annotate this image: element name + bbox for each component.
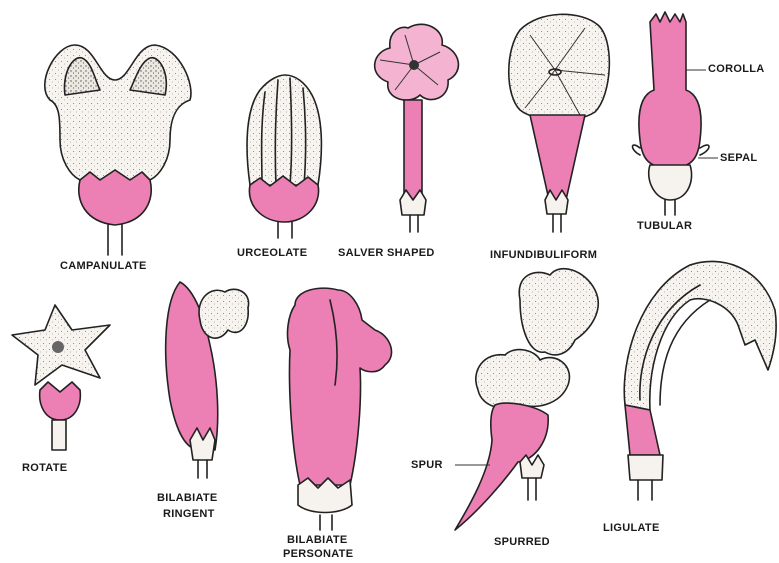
- label-salver-shaped: SALVER SHAPED: [338, 247, 435, 259]
- infundibuliform-flower: [509, 14, 610, 232]
- bilabiate-personate-flower: [288, 288, 392, 530]
- label-bilabiate-personate-line2: PERSONATE: [283, 548, 353, 560]
- label-tubular: TUBULAR: [637, 220, 692, 232]
- label-ligulate: LIGULATE: [603, 522, 660, 534]
- rotate-flower: [12, 305, 110, 450]
- campanulate-flower: [45, 45, 191, 255]
- bilabiate-ringent-flower: [166, 282, 249, 478]
- urceolate-flower: [247, 75, 321, 238]
- spurred-flower: [455, 269, 598, 530]
- label-urceolate: URCEOLATE: [237, 247, 307, 259]
- label-corolla: COROLLA: [708, 63, 764, 75]
- label-bilabiate-ringent-line1: BILABIATE: [157, 492, 218, 504]
- label-spurred: SPURRED: [494, 536, 550, 548]
- label-infundibuliform: INFUNDIBULIFORM: [490, 249, 597, 261]
- ligulate-flower: [624, 261, 776, 500]
- salver-shaped-flower: [375, 24, 459, 232]
- label-spur: SPUR: [411, 459, 443, 471]
- label-rotate: ROTATE: [22, 462, 67, 474]
- tubular-flower: [633, 12, 719, 215]
- label-sepal: SEPAL: [720, 152, 757, 164]
- label-bilabiate-ringent-line2: RINGENT: [163, 508, 215, 520]
- label-campanulate: CAMPANULATE: [60, 260, 147, 272]
- label-bilabiate-personate-line1: BILABIATE: [287, 534, 348, 546]
